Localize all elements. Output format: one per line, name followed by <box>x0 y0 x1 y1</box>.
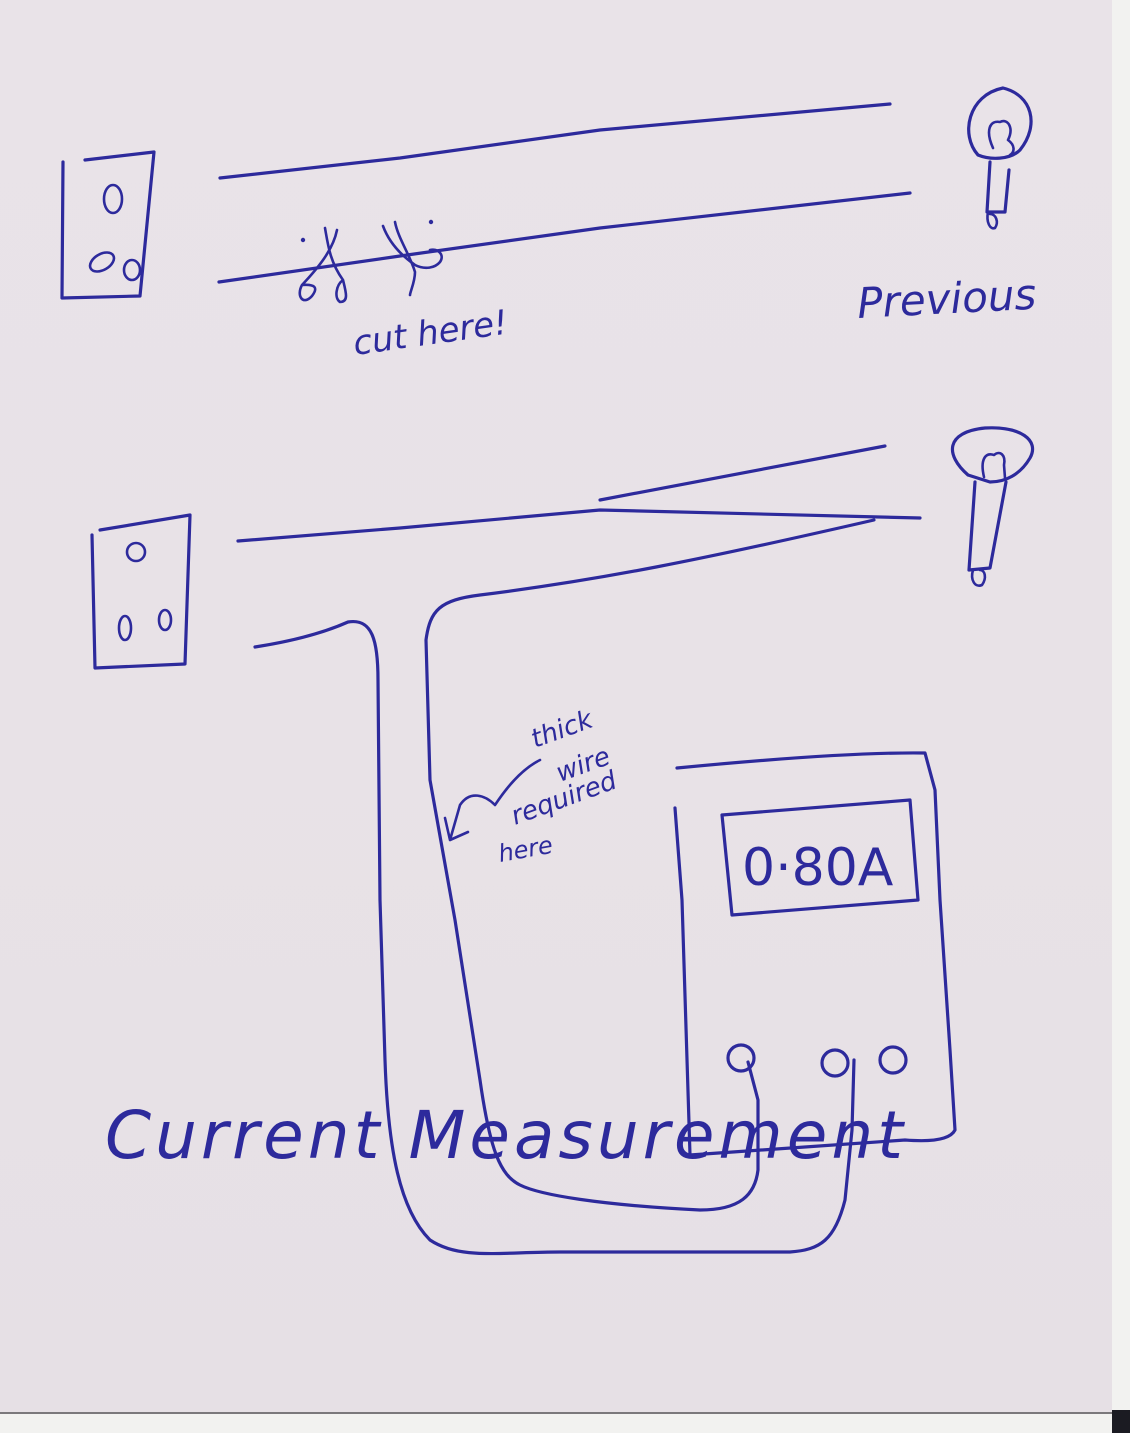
paper-edge <box>0 1412 1112 1414</box>
bottom-wall-socket <box>90 513 192 670</box>
meter-lead-inner <box>424 518 876 1212</box>
meter-reading: 0·80A <box>742 838 894 898</box>
bottom-live-wire <box>236 508 922 543</box>
scanner-corner <box>1112 1410 1130 1433</box>
bottom-light-bulb-icon <box>950 426 1034 587</box>
bottom-live-wire-to-bulb <box>598 444 887 502</box>
top-neutral-wire <box>217 191 912 284</box>
socket-live-hole-icon <box>88 251 116 273</box>
annotation-line-4: here <box>496 831 555 868</box>
meter-display <box>720 798 920 917</box>
scissors-icon <box>298 219 443 304</box>
arrow-icon <box>443 758 542 842</box>
socket-neutral-hole-icon <box>122 258 142 282</box>
previous-label: Previous <box>856 270 1037 328</box>
diagram-title: Current Measurement <box>105 1097 907 1174</box>
top-wall-socket <box>60 150 156 300</box>
cut-here-annotation: cut here! <box>351 303 510 364</box>
meter-terminal-v-icon <box>878 1045 908 1075</box>
multimeter: 0·80A <box>673 751 957 1157</box>
socket-earth-hole-icon <box>102 183 124 215</box>
socket-neutral-hole-icon <box>157 608 173 632</box>
top-light-bulb-icon <box>967 86 1033 230</box>
socket-earth-hole-icon <box>125 541 147 563</box>
socket-live-hole-icon <box>117 614 133 642</box>
meter-terminal-a-icon <box>820 1048 850 1078</box>
top-live-wire <box>218 102 892 180</box>
meter-terminal-com-icon <box>726 1043 756 1073</box>
meter-lead-outer <box>253 619 856 1256</box>
